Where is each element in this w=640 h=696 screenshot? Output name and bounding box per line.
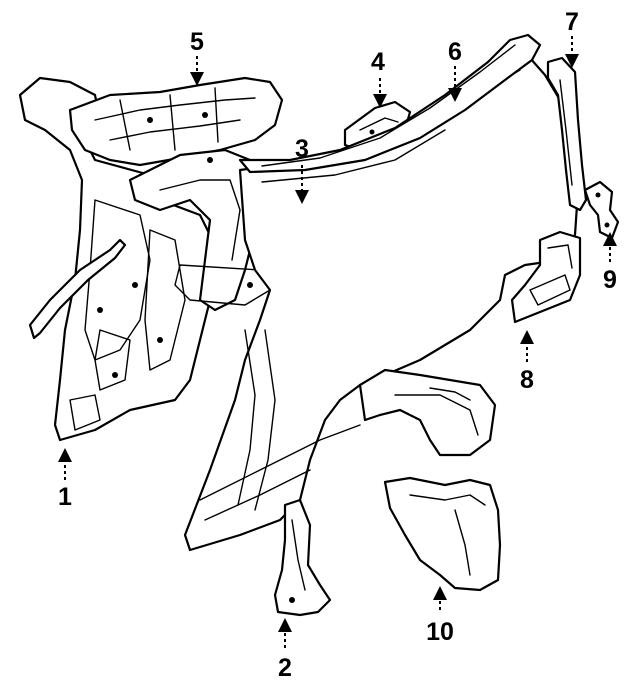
callout-2: 2 (278, 654, 292, 682)
callout-6: 6 (448, 38, 462, 66)
callout-labels: 1 2 3 4 5 6 7 8 9 10 (58, 8, 617, 682)
part-rear-wheelhouse (358, 368, 497, 457)
leader-lines (58, 36, 617, 648)
part-2-lower-extension (273, 498, 332, 617)
part-8-rear-extension (510, 230, 582, 324)
callout-5: 5 (190, 28, 204, 56)
callout-9: 9 (603, 266, 617, 294)
callout-1: 1 (58, 483, 72, 511)
part-6-roof-rail (238, 33, 542, 174)
part-5-upper-rear-structure (68, 76, 284, 167)
callout-7: 7 (565, 8, 579, 36)
part-10-splash-shield (383, 476, 502, 592)
callout-3: 3 (295, 135, 309, 163)
part-7-lamp-bracket (546, 56, 588, 212)
callout-4: 4 (371, 48, 385, 76)
callout-10: 10 (426, 618, 454, 646)
part-9-clip (583, 180, 620, 240)
callout-8: 8 (520, 366, 534, 394)
